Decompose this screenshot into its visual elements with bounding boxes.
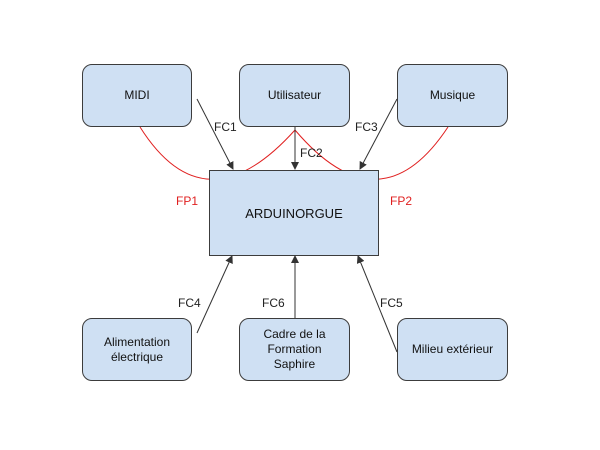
- fc5-arrow: [356, 255, 398, 353]
- label-fc1: FC1: [214, 120, 237, 134]
- node-milieu: Milieu extérieur: [397, 318, 508, 381]
- node-arduinorgue: ARDUINORGUE: [209, 170, 379, 256]
- node-milieu-label: Milieu extérieur: [411, 342, 494, 356]
- node-cadre: Cadre de la Formation Saphire: [239, 318, 350, 381]
- fc3-arrow: [359, 98, 398, 170]
- node-midi: MIDI: [82, 64, 192, 127]
- label-fc4: FC4: [178, 296, 201, 310]
- label-fp1: FP1: [176, 194, 199, 208]
- node-musique-label: Musique: [429, 88, 476, 102]
- label-fp2: FP2: [390, 194, 413, 208]
- label-fc3: FC3: [355, 120, 378, 134]
- node-arduinorgue-label: ARDUINORGUE: [245, 205, 343, 221]
- label-fc5: FC5: [380, 296, 403, 310]
- fc1-arrow: [196, 98, 234, 170]
- node-midi-label: MIDI: [124, 88, 150, 102]
- node-alimentation: Alimentation électrique: [82, 318, 192, 381]
- node-utilisateur-label: Utilisateur: [267, 88, 322, 102]
- node-alimentation-label: Alimentation électrique: [103, 334, 171, 364]
- node-cadre-label: Cadre de la Formation Saphire: [263, 327, 326, 371]
- node-musique: Musique: [397, 64, 508, 127]
- label-fc2: FC2: [300, 146, 323, 160]
- fc4-arrow: [196, 255, 233, 334]
- node-utilisateur: Utilisateur: [239, 64, 350, 127]
- label-fc6: FC6: [262, 296, 285, 310]
